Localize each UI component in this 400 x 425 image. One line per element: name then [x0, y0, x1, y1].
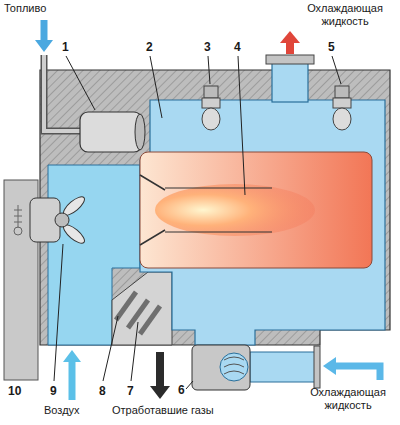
coolant-pump	[192, 345, 320, 390]
housing	[40, 70, 390, 345]
coolant-jacket	[140, 55, 385, 345]
burner	[44, 55, 145, 152]
callout-number: 4	[234, 40, 241, 54]
flow-label: Воздух	[44, 404, 80, 417]
flow-label: Охлаждающая жидкость	[295, 2, 395, 28]
callout-number: 10	[8, 384, 21, 398]
temperature-sensor	[202, 86, 220, 130]
callout-number: 8	[99, 384, 106, 398]
leader-lines	[54, 56, 341, 389]
overheat-sensor	[333, 86, 351, 130]
flow-label: Топливо	[4, 2, 46, 15]
callout-number: 7	[127, 384, 134, 398]
flow-label: Охлаждающая жидкость	[299, 386, 397, 412]
flow-arrows	[35, 20, 380, 400]
combustion-chamber	[140, 152, 372, 268]
callout-number: 3	[204, 40, 211, 54]
flow-label: Отработавшие газы	[112, 404, 214, 417]
callout-number: 5	[328, 40, 335, 54]
fan	[30, 194, 87, 246]
callout-number: 1	[62, 40, 69, 54]
callout-number: 6	[178, 383, 185, 397]
exhaust-channel	[112, 272, 172, 345]
callout-number: 9	[50, 384, 57, 398]
callout-number: 2	[146, 40, 153, 54]
